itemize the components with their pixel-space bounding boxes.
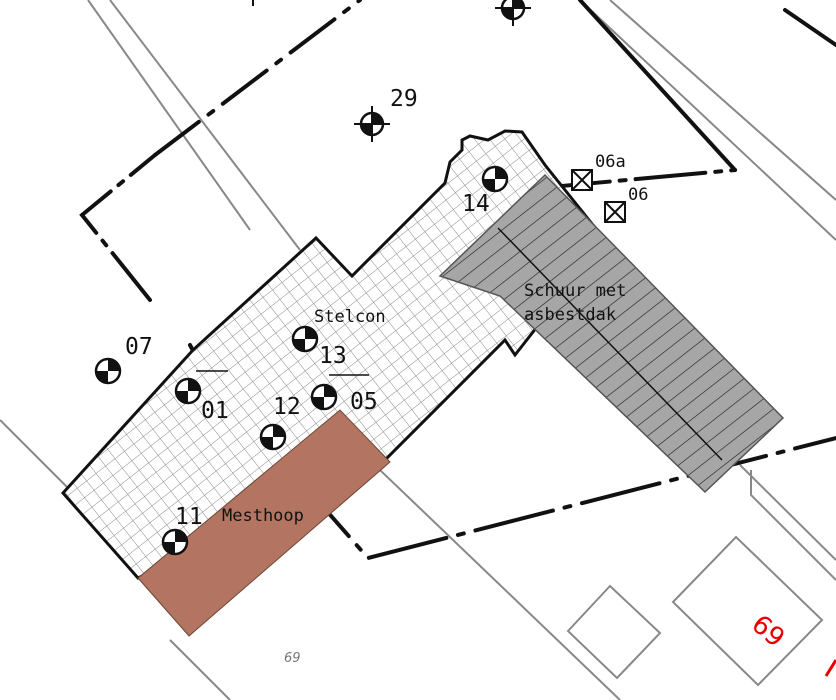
label-borehole-12: 12 <box>273 394 301 420</box>
label-well-06: 06 <box>628 185 648 205</box>
label-borehole-07: 07 <box>125 334 153 360</box>
label-manure: Mesthoop <box>222 506 304 526</box>
label-borehole-29: 29 <box>390 86 418 112</box>
manure-heap <box>137 409 391 637</box>
label-stelcon: Stelcon <box>314 307 386 327</box>
label-house-number: 69 <box>746 609 791 653</box>
peilbuis-crossed-square-icon <box>571 169 626 223</box>
red-parcel-edge <box>824 659 836 677</box>
label-borehole-14: 14 <box>462 191 490 217</box>
label-parcel-number: 69 <box>284 651 301 666</box>
barn-ridge <box>497 227 723 461</box>
label-borehole-13: 13 <box>319 343 347 369</box>
label-borehole-05: 05 <box>350 389 378 415</box>
stelcon-area <box>60 129 607 580</box>
label-borehole-01: 01 <box>201 398 229 424</box>
barn-asbestos <box>438 173 785 494</box>
neighbor-buildings <box>566 535 824 687</box>
label-barn-line1: Schuur met <box>524 281 626 301</box>
borehole-icon <box>94 0 531 556</box>
label-borehole-11: 11 <box>175 504 203 530</box>
label-well-06a: 06a <box>595 152 626 172</box>
label-barn-line2: asbestdak <box>524 305 616 325</box>
